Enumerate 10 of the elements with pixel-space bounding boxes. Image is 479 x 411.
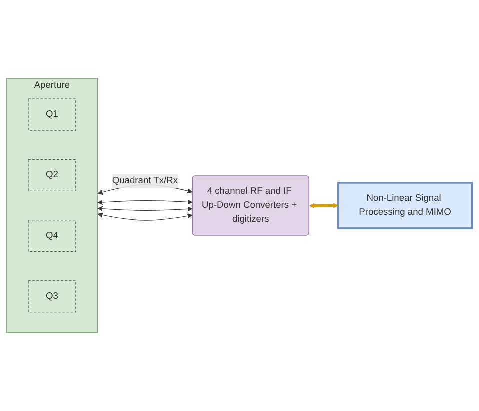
node-box: Q4 — [28, 220, 76, 252]
node-box: Q2 — [28, 159, 76, 192]
arrow — [98, 206, 193, 212]
arrow — [98, 212, 193, 221]
arrow — [309, 202, 339, 208]
node-box: Q1 — [28, 98, 76, 131]
edge-label: Quadrant Tx/Rx — [112, 176, 178, 186]
arrow — [98, 199, 193, 205]
node-box: Q3 — [28, 280, 76, 312]
node-box: Non-Linear Signal Processing and MIMO — [337, 182, 474, 230]
